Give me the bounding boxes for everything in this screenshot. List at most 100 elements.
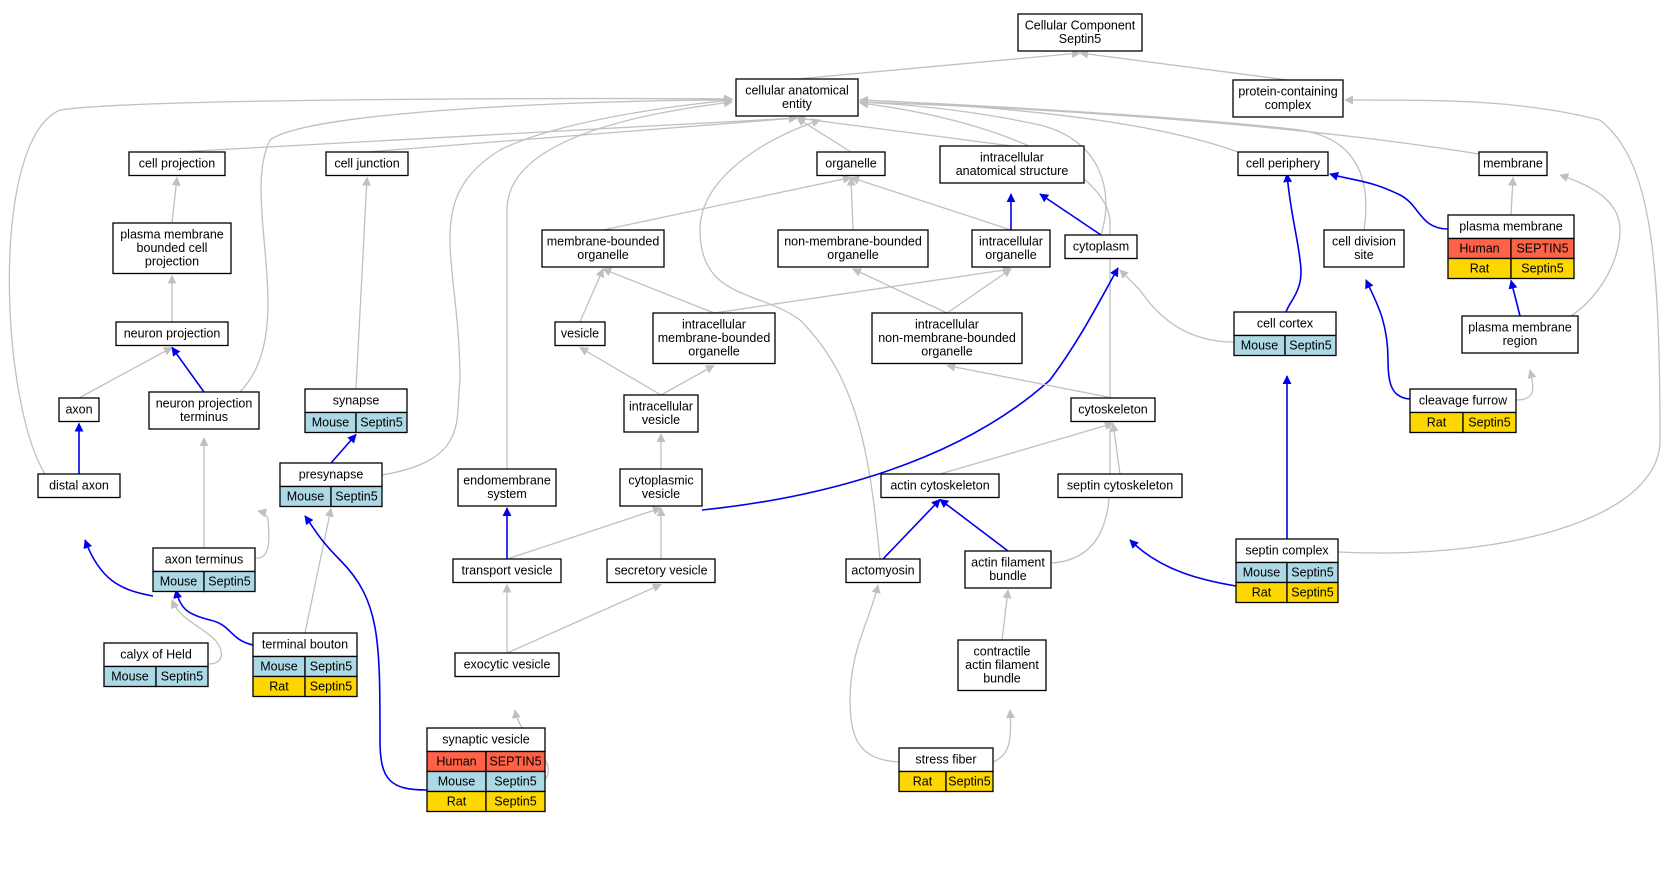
gene-label: Septin5 — [161, 670, 203, 684]
term-box — [454, 652, 560, 678]
go-term-nproj[interactable]: neuron projection — [115, 321, 229, 347]
part-of-edge-furrow-to-cds — [1365, 279, 1411, 400]
is-a-edge-aterm-to-presyn — [254, 508, 270, 559]
term-label-line: cellular anatomical — [745, 84, 849, 98]
go-term-actsk[interactable]: actin cytoskeleton — [880, 473, 1000, 499]
term-label-line: organelle — [825, 157, 876, 171]
term-label-line: plasma membrane — [1459, 220, 1563, 234]
part-of-edge-presyn-to-synapse — [330, 433, 357, 464]
is-a-edge-cafb-to-afb — [1001, 589, 1012, 641]
term-label-line: synaptic vesicle — [442, 733, 530, 747]
go-term-tv[interactable]: transport vesicle — [452, 558, 562, 584]
term-label-line: Cellular Component — [1025, 19, 1136, 33]
species-label: Rat — [1427, 416, 1447, 430]
is-a-edge-actomyo-to-cae — [699, 118, 881, 560]
term-label-line: cytoskeleton — [1078, 403, 1148, 417]
term-box — [112, 222, 232, 275]
go-term-cytoplasm[interactable]: cytoplasm — [1064, 234, 1138, 260]
term-label-line: projection — [145, 255, 199, 269]
term-box — [452, 558, 562, 584]
go-term-exo[interactable]: exocytic vesicle — [454, 652, 560, 678]
term-label-line: region — [1503, 334, 1538, 348]
term-label-line: membrane-bounded — [547, 235, 660, 249]
term-box — [37, 473, 121, 499]
go-term-membrane[interactable]: membrane — [1478, 151, 1548, 177]
go-term-cytoskel[interactable]: cytoskeleton — [1070, 397, 1156, 423]
is-a-edge-vesicle-to-mbo — [579, 268, 604, 323]
gene-cell — [485, 790, 546, 813]
go-term-organelle[interactable]: organelle — [816, 151, 886, 177]
term-box — [957, 639, 1047, 692]
is-a-edge-endo-to-cae — [506, 98, 733, 469]
gene-label: Septin5 — [310, 660, 352, 674]
go-term-cproj[interactable]: cell projection — [128, 151, 226, 177]
go-term-cjunc[interactable]: cell junction — [325, 151, 409, 177]
gene-cell — [155, 665, 209, 688]
go-term-cperi[interactable]: cell periphery — [1237, 151, 1329, 177]
term-label-line: presynapse — [299, 468, 364, 482]
term-box — [871, 312, 1023, 365]
go-term-inmbo[interactable]: intracellularnon-membrane-boundedorganel… — [871, 312, 1023, 365]
term-label-line: endomembrane — [463, 474, 551, 488]
gene-label: Septin5 — [208, 575, 250, 589]
part-of-edge-cv-to-cytoplasm — [701, 267, 1119, 511]
term-label-line: synapse — [333, 394, 380, 408]
is-a-edge-organelle-to-cae — [796, 117, 852, 153]
go-term-actomyo[interactable]: actomyosin — [845, 558, 921, 584]
term-label-line: actin filament — [971, 556, 1045, 570]
go-term-vesicle[interactable]: vesicle — [554, 321, 606, 347]
is-a-edge-iv-to-vesicle — [579, 346, 662, 396]
term-box — [845, 558, 921, 584]
go-term-axon[interactable]: axon — [58, 397, 100, 423]
term-box — [115, 321, 229, 347]
term-label-line: organelle — [577, 248, 628, 262]
gene-cell — [1510, 257, 1575, 280]
term-label-line: plasma membrane — [120, 228, 224, 242]
go-term-sepsk[interactable]: septin cytoskeleton — [1057, 473, 1183, 499]
term-box — [880, 473, 1000, 499]
term-label-line: exocytic vesicle — [464, 658, 551, 672]
is-a-edge-cproj-to-cae — [176, 113, 798, 153]
is-a-edge-pm-to-membrane — [1508, 176, 1518, 216]
part-of-edge-cortex-to-cperi — [1283, 173, 1302, 313]
term-label-line: transport vesicle — [461, 564, 552, 578]
term-label-line: intracellular — [979, 235, 1043, 249]
term-label-line: terminus — [180, 410, 228, 424]
species-label: Mouse — [1241, 339, 1279, 353]
term-label-line: cell junction — [334, 157, 399, 171]
gene-label: Septin5 — [494, 775, 536, 789]
gene-label: Septin5 — [1521, 262, 1563, 276]
term-box — [1232, 79, 1344, 118]
go-term-sv[interactable]: secretory vesicle — [606, 558, 716, 584]
go-term-daxon[interactable]: distal axon — [37, 473, 121, 499]
